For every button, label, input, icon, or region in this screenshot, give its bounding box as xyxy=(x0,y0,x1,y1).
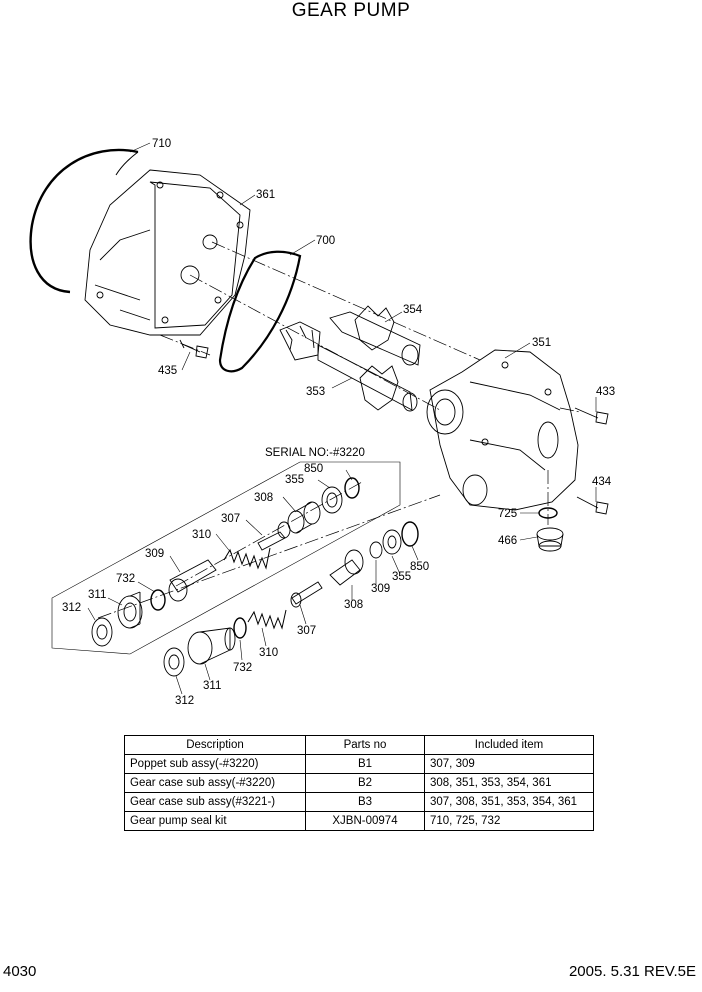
callout-311-upper: 311 xyxy=(88,589,106,601)
callout-433: 433 xyxy=(596,386,615,398)
serial-frame xyxy=(51,461,401,655)
cell-included-item: 710, 725, 732 xyxy=(424,811,594,831)
plug-466 xyxy=(536,527,564,552)
ring-309-lower xyxy=(369,541,383,559)
cell-included-item: 307, 308, 351, 353, 354, 361 xyxy=(424,792,594,812)
callout-351: 351 xyxy=(532,337,551,349)
poppet-307-upper xyxy=(257,521,291,551)
gear-shaft-353 xyxy=(279,321,418,412)
page-title: GEAR PUMP xyxy=(291,0,411,21)
callout-355-upper: 355 xyxy=(285,474,304,486)
cell-included-item: 308, 351, 353, 354, 361 xyxy=(424,773,594,793)
callout-361: 361 xyxy=(256,189,275,201)
table-row: Gear case sub assy(#3221-) B3 307, 308, … xyxy=(124,792,594,812)
revision-date: 2005. 5.31 REV.5E xyxy=(568,963,696,980)
callout-309-lower: 309 xyxy=(371,583,390,595)
bolt-434 xyxy=(576,496,609,515)
ring-850-lower xyxy=(401,521,419,547)
callout-700: 700 xyxy=(316,235,335,247)
cell-description: Poppet sub assy(-#3220) xyxy=(124,754,306,774)
cell-description: Gear pump seal kit xyxy=(124,811,306,831)
cell-parts-no: XJBN-00974 xyxy=(305,811,425,831)
pump-body-351 xyxy=(426,349,579,511)
o-ring-732-lower xyxy=(233,617,247,639)
guide-309-upper xyxy=(168,559,217,602)
column-header-description: Description xyxy=(124,735,306,755)
spring-310-upper xyxy=(223,547,271,570)
callout-309-upper: 309 xyxy=(145,548,164,560)
callout-466: 466 xyxy=(498,535,517,547)
cell-included-item: 307, 309 xyxy=(424,754,594,774)
plug-311-upper xyxy=(117,591,143,629)
callout-710: 710 xyxy=(152,138,171,150)
callout-355-lower: 355 xyxy=(392,571,411,583)
parts-table: Description Parts no Included item Poppe… xyxy=(124,735,594,831)
cell-description: Gear case sub assy(#3221-) xyxy=(124,792,306,812)
plug-311-lower xyxy=(187,627,236,665)
callout-307-lower: 307 xyxy=(297,625,316,637)
page-number: 4030 xyxy=(3,963,37,980)
callout-850-lower: 850 xyxy=(410,561,429,573)
column-header-included-item: Included item xyxy=(424,735,594,755)
cell-parts-no: B3 xyxy=(305,792,425,812)
table-row: Gear pump seal kit XJBN-00974 710, 725, … xyxy=(124,811,594,831)
cell-parts-no: B1 xyxy=(305,754,425,774)
column-header-parts-no: Parts no xyxy=(305,735,425,755)
callout-435: 435 xyxy=(158,365,177,377)
o-ring-732-upper xyxy=(150,589,166,611)
callout-310-lower: 310 xyxy=(259,647,278,659)
callout-434: 434 xyxy=(592,476,612,488)
washer-312-upper xyxy=(91,617,113,647)
seal-ring-710 xyxy=(29,148,139,294)
table-row: Poppet sub assy(-#3220) B1 307, 309 xyxy=(124,754,594,774)
callout-308-lower: 308 xyxy=(344,599,363,611)
cell-parts-no: B2 xyxy=(305,773,425,793)
callout-725: 725 xyxy=(498,508,517,520)
callout-307-upper: 307 xyxy=(221,513,240,525)
callout-311-lower: 311 xyxy=(203,680,221,692)
cover-361 xyxy=(84,169,251,336)
callout-312-upper: 312 xyxy=(62,602,81,614)
table-header-row: Description Parts no Included item xyxy=(124,735,594,755)
callout-850-upper: 850 xyxy=(304,463,323,475)
callout-353: 353 xyxy=(306,386,325,398)
callout-310-upper: 310 xyxy=(192,529,211,541)
ring-355-lower xyxy=(382,529,402,555)
callout-308-upper: 308 xyxy=(254,492,273,504)
bolt-433 xyxy=(574,407,609,425)
callout-312-lower: 312 xyxy=(175,695,194,707)
bolt-435 xyxy=(179,339,209,359)
ring-355-upper xyxy=(321,486,343,514)
callout-732-upper: 732 xyxy=(116,573,135,585)
ring-850-upper xyxy=(344,477,360,499)
callout-732-lower: 732 xyxy=(233,662,252,674)
sleeve-308-upper xyxy=(287,501,321,534)
sleeve-308-lower xyxy=(329,549,364,586)
serial-note: SERIAL NO:-#3220 xyxy=(265,447,365,459)
spring-310-lower xyxy=(247,609,287,630)
gasket-700 xyxy=(218,250,302,373)
washer-312-lower xyxy=(163,647,185,677)
callout-354: 354 xyxy=(403,304,423,316)
table-row: Gear case sub assy(-#3220) B2 308, 351, … xyxy=(124,773,594,793)
cell-description: Gear case sub assy(-#3220) xyxy=(124,773,306,793)
poppet-307-lower xyxy=(290,581,323,608)
